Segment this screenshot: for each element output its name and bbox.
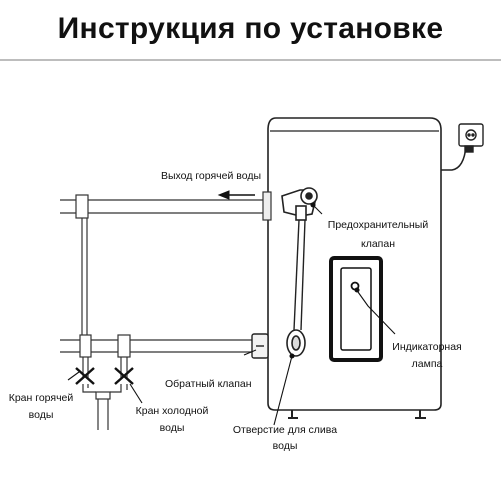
- label-hot-tap-line2: воды: [28, 409, 54, 421]
- cold-water-tap: [114, 367, 134, 385]
- label-drain-line2: воды: [272, 440, 298, 452]
- leader-check-valve: [243, 349, 257, 356]
- label-drain-line1: Отверстие для слива: [232, 424, 338, 436]
- label-cold-water-tap: Кран холодной воды: [131, 404, 213, 436]
- safety-valve: [281, 187, 318, 221]
- hot-water-tap: [75, 367, 95, 385]
- label-safety-valve-line2: клапан: [360, 238, 395, 250]
- label-cold-tap-line2: воды: [159, 422, 185, 434]
- label-hot-tap-line1: Кран горячей: [8, 392, 74, 404]
- cold-water-pipe: [60, 334, 258, 358]
- leader-indicator: [357, 291, 396, 335]
- label-drain-hole: Отверстие для слива воды: [224, 423, 346, 454]
- leader-safety-valve: [313, 205, 323, 215]
- label-check-valve: Обратный клапан: [165, 378, 252, 390]
- hot-water-pipe: [60, 191, 272, 221]
- hot-outlet-arrow: [217, 190, 255, 200]
- power-socket: [441, 123, 484, 171]
- label-cold-tap-line1: Кран холодной: [135, 405, 209, 417]
- label-safety-valve-line1: Предохранительный: [327, 219, 429, 231]
- label-hot-water-outlet: Выход горячей воды: [161, 170, 262, 182]
- label-safety-valve: Предохранительный клапан: [320, 218, 436, 252]
- label-hot-water-tap: Кран горячей воды: [5, 391, 77, 423]
- drain-plug: [286, 329, 306, 357]
- check-valve: [251, 333, 269, 359]
- page-title: Инструкция по установке: [57, 12, 444, 45]
- tap-outlets: [82, 384, 128, 430]
- leader-drain: [273, 355, 293, 426]
- leader-lines: [67, 202, 396, 426]
- label-indicator-line1: Индикаторная: [392, 341, 462, 353]
- leader-hot-tap: [67, 371, 80, 381]
- leader-cold-tap: [129, 383, 143, 404]
- internal-pipe: [293, 219, 306, 331]
- title-divider: [0, 59, 501, 61]
- label-indicator-lamp: Индикаторная лампа: [386, 340, 468, 372]
- label-indicator-line2: лампа: [411, 358, 443, 370]
